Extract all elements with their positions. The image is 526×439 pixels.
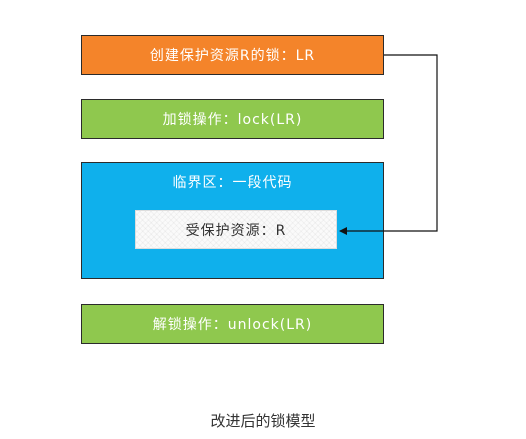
create-lock-box: 创建保护资源R的锁：LR xyxy=(81,35,384,75)
unlock-operation-label: 解锁操作：unlock(LR) xyxy=(152,317,313,333)
lock-operation-box: 加锁操作：lock(LR) xyxy=(81,99,384,139)
protected-resource-label: 受保护资源：R xyxy=(185,222,287,239)
unlock-operation-box: 解锁操作：unlock(LR) xyxy=(81,304,384,344)
protected-resource-box: 受保护资源：R xyxy=(135,210,337,249)
critical-section-label: 临界区：一段代码 xyxy=(172,175,293,191)
diagram-caption: 改进后的锁模型 xyxy=(210,412,316,430)
lock-operation-label: 加锁操作：lock(LR) xyxy=(162,112,303,128)
create-lock-label: 创建保护资源R的锁：LR xyxy=(149,48,316,64)
